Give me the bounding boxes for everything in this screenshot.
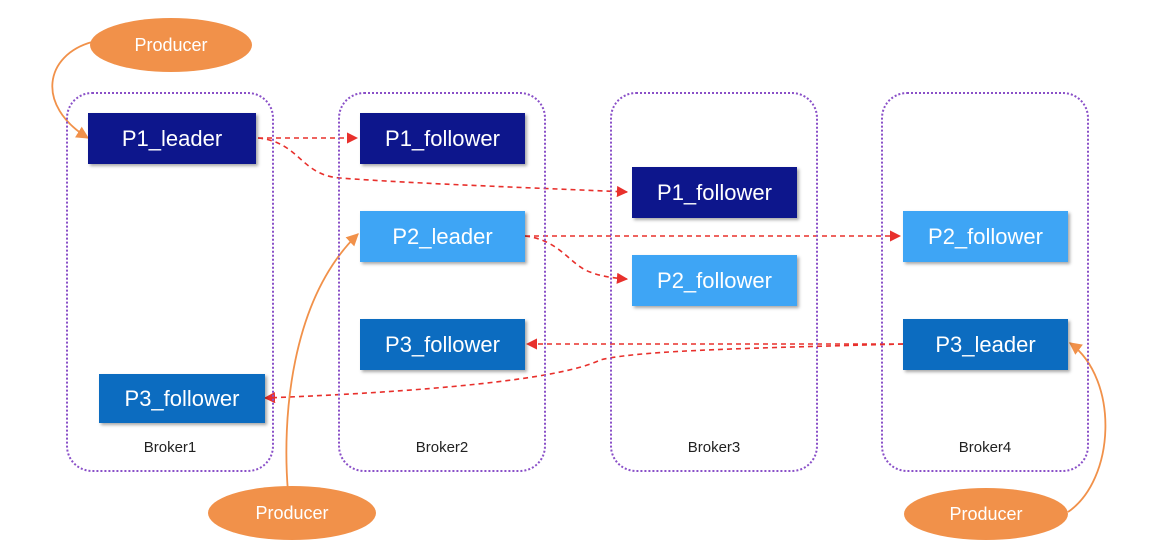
producer-arrow-to-p3-leader [1067, 342, 1107, 513]
p1-follower-broker2: P1_follower [360, 113, 525, 164]
replication-arrow-p1-to-broker3 [257, 137, 629, 198]
broker-label: Broker1 [143, 439, 197, 456]
p2-follower-broker4: P2_follower [903, 211, 1068, 262]
broker-label: Broker2 [415, 439, 469, 456]
broker-label: Broker4 [958, 439, 1012, 456]
producer-arrow-to-p1-leader [51, 41, 93, 139]
producer-bottom-left: Producer [208, 486, 376, 540]
p1-follower-broker3: P1_follower [632, 167, 797, 218]
p3-follower-broker1: P3_follower [99, 374, 265, 423]
replication-arrow-p2-to-broker3 [524, 235, 629, 284]
p3-leader-broker4: P3_leader [903, 319, 1068, 370]
producer-top-left: Producer [90, 18, 252, 72]
broker-box-3: Broker3 [610, 92, 818, 472]
p1-leader-broker1: P1_leader [88, 113, 256, 164]
broker-box-4: Broker4 [881, 92, 1089, 472]
replication-arrow-p3-to-broker1 [263, 343, 904, 404]
producer-bottom-right: Producer [904, 488, 1068, 540]
broker-box-1: Broker1 [66, 92, 274, 472]
broker-box-2: Broker2 [338, 92, 546, 472]
p2-leader-broker2: P2_leader [360, 211, 525, 262]
producer-arrow-to-p2-leader [285, 233, 359, 493]
p2-follower-broker3: P2_follower [632, 255, 797, 306]
p3-follower-broker2: P3_follower [360, 319, 525, 370]
broker-label: Broker3 [687, 439, 741, 456]
